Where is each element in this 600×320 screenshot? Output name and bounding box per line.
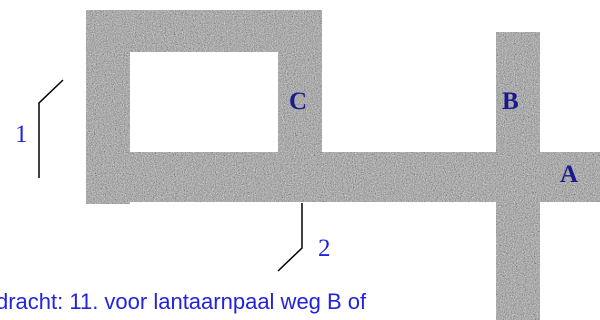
marker-2-line: [277, 203, 303, 272]
marker-1-line: [38, 79, 64, 178]
road-a-label: A: [560, 161, 578, 188]
road-b-label: B: [502, 88, 519, 115]
road-c-label: C: [289, 88, 307, 115]
road-b: [496, 32, 540, 202]
road-segment-down: [496, 202, 540, 320]
marker-1-label: 1: [15, 121, 28, 148]
marker-2-label: 2: [318, 235, 331, 262]
caption-text: dracht: 11. voor lantaarnpaal weg B of: [0, 289, 367, 314]
